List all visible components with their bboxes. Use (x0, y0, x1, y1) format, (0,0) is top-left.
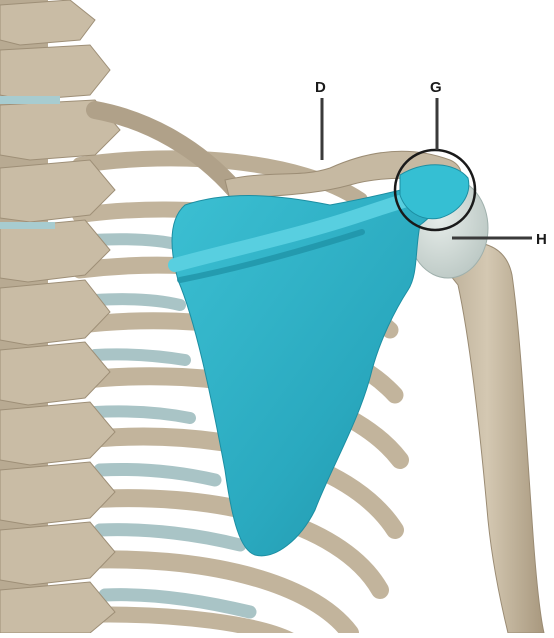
vertebra (0, 462, 115, 525)
vertebra (0, 522, 115, 585)
vertebra (0, 280, 110, 345)
humerus-shaft (430, 242, 544, 633)
label-g: G (430, 79, 442, 96)
rib (80, 615, 290, 633)
rib-cartilage (95, 354, 185, 360)
rib-cartilage (100, 530, 240, 545)
vertebra (0, 582, 115, 633)
vertebra (0, 402, 115, 465)
rib-cartilage (95, 411, 190, 418)
vertebral-column (0, 0, 120, 633)
rib-cartilage (100, 469, 215, 480)
label-d: D (315, 79, 326, 96)
label-h: H (536, 231, 547, 248)
vertebra (0, 0, 95, 45)
intervertebral-disc (0, 222, 55, 229)
intervertebral-disc (0, 96, 60, 104)
humerus (408, 178, 544, 633)
rib-cartilage (95, 299, 180, 305)
vertebra (0, 342, 110, 405)
upper-rib (95, 110, 235, 190)
vertebra (0, 45, 110, 100)
